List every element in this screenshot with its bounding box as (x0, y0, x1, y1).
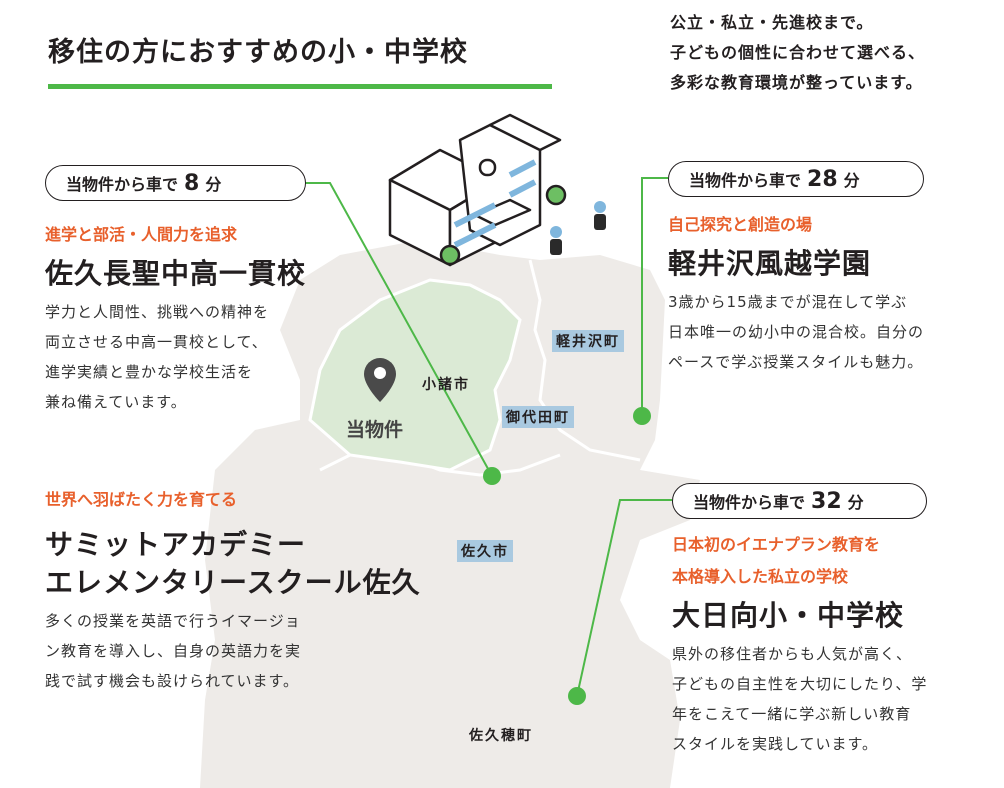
intro-text: 公立・私立・先進校まで。 子どもの個性に合わせて選べる、 多彩な教育環境が整って… (670, 8, 925, 98)
page-title: 移住の方におすすめの小・中学校 (48, 37, 468, 68)
area-label-karuizawa: 軽井沢町 (552, 330, 624, 352)
drive-time-suffix: 分 (843, 171, 860, 190)
walking-children-icon (550, 201, 606, 255)
area-label-komoro: 小諸市 (422, 377, 470, 393)
school-catchphrase: 自己探究と創造の場 (668, 215, 813, 234)
intro-line: 子どもの個性に合わせて選べる、 (670, 43, 926, 62)
desc-line: 県外の移住者からも人気が高く、 (672, 645, 913, 663)
drive-time-prefix: 当物件から車で (693, 493, 806, 512)
school-catchphrase: 世界へ羽ばたく力を育てる (45, 490, 238, 509)
school-description: 学力と人間性、挑戦への精神を 両立させる中高一貫校として、 進学実績と豊かな学校… (45, 297, 306, 417)
school-name: 軽井沢風越学園 (668, 247, 872, 280)
desc-line: 日本唯一の幼小中の混合校。自分の (668, 323, 925, 341)
desc-line: 子どもの自主性を大切にしたり、学 (672, 675, 928, 693)
name-line: エレメンタリースクール佐久 (45, 566, 421, 599)
connector-dot-1 (483, 467, 501, 485)
drive-time-suffix: 分 (847, 493, 864, 512)
school-card-ohinata: 当物件から車で 32 分 日本初のイエナプラン教育を 本格導入した私立の学校 大… (672, 483, 928, 759)
connector-line-2 (641, 177, 668, 416)
school-name: 大日向小・中学校 (672, 599, 905, 632)
catch-line: 日本初のイエナプラン教育を (672, 535, 880, 554)
drive-time-badge: 当物件から車で 32 分 (672, 483, 928, 519)
catch-line: 本格導入した私立の学校 (672, 567, 849, 586)
drive-time-badge: 当物件から車で 8 分 (45, 165, 307, 201)
school-building-illustration (388, 113, 567, 267)
property-label: 当物件 (346, 419, 404, 441)
drive-time-minutes: 8 (184, 170, 200, 196)
desc-line: ン教育を導入し、自身の英語力を実 (45, 642, 302, 660)
title-underline (48, 84, 552, 89)
desc-line: 多くの授業を英語で行うイマージョ (45, 612, 301, 630)
desc-line: 兼ね備えています。 (45, 393, 187, 411)
area-label-sakuho: 佐久穂町 (469, 728, 533, 744)
school-description: 県外の移住者からも人気が高く、 子どもの自主性を大切にしたり、学 年をこえて一緒… (672, 639, 927, 759)
school-name: サミットアカデミー エレメンタリースクール佐久 (45, 526, 421, 602)
school-description: 多くの授業を英語で行うイマージョ ン教育を導入し、自身の英語力を実 践で試す機会… (45, 606, 421, 696)
desc-line: 両立させる中高一貫校として、 (45, 333, 268, 351)
map-region-komoro (308, 278, 522, 472)
name-line: サミットアカデミー (45, 528, 307, 561)
school-card-kazakoshi: 当物件から車で 28 分 自己探究と創造の場 軽井沢風越学園 3歳から15歳まで… (668, 161, 925, 377)
school-card-saku-chosei: 当物件から車で 8 分 進学と部活・人間力を追求 佐久長聖中高一貫校 学力と人間… (45, 165, 307, 417)
drive-time-minutes: 28 (807, 166, 838, 192)
desc-line: 年をこえて一緒に学ぶ新しい教育 (672, 705, 912, 723)
desc-line: 進学実績と豊かな学校生活を (45, 363, 254, 381)
intro-line: 多彩な教育環境が整っています。 (670, 73, 923, 92)
connector-dot-2 (633, 407, 651, 425)
desc-line: 学力と人間性、挑戦への精神を (45, 303, 270, 321)
desc-line: スタイルを実践しています。 (672, 735, 879, 753)
drive-time-prefix: 当物件から車で (689, 171, 802, 190)
drive-time-prefix: 当物件から車で (66, 175, 179, 194)
school-card-summit-academy: 世界へ羽ばたく力を育てる サミットアカデミー エレメンタリースクール佐久 多くの… (45, 484, 421, 696)
connector-dot-3 (568, 687, 586, 705)
school-catchphrase: 日本初のイエナプラン教育を 本格導入した私立の学校 (672, 529, 927, 593)
drive-time-suffix: 分 (205, 175, 222, 194)
area-label-miyota: 御代田町 (502, 406, 574, 428)
school-description: 3歳から15歳までが混在して学ぶ 日本唯一の幼小中の混合校。自分の ペースで学ぶ… (668, 287, 924, 377)
school-name: 佐久長聖中高一貫校 (45, 257, 307, 290)
desc-line: 践で試す機会も設けられています。 (45, 672, 300, 690)
location-pin-icon (364, 358, 396, 402)
desc-line: 3歳から15歳までが混在して学ぶ (668, 293, 908, 311)
school-catchphrase: 進学と部活・人間力を追求 (45, 225, 238, 244)
intro-line: 公立・私立・先進校まで。 (670, 13, 874, 32)
desc-line: ペースで学ぶ授業スタイルも魅力。 (668, 353, 924, 371)
area-label-saku: 佐久市 (457, 540, 513, 562)
drive-time-minutes: 32 (811, 488, 842, 514)
drive-time-badge: 当物件から車で 28 分 (668, 161, 925, 197)
connector-line-3 (576, 499, 672, 697)
